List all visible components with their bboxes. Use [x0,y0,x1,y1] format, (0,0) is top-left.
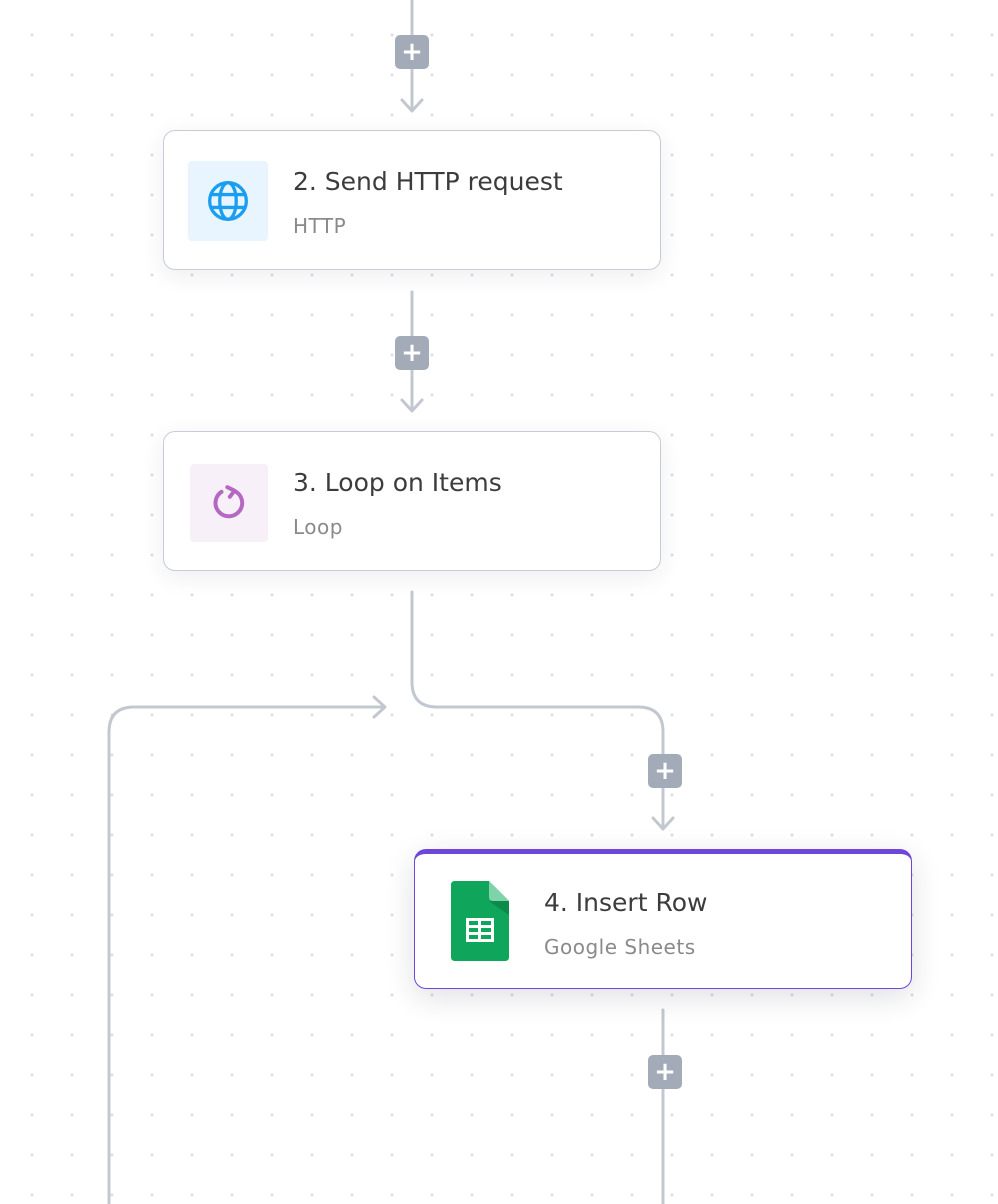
arrow-loop-return [372,695,387,719]
step-card-insert-row[interactable]: 4. Insert Row Google Sheets [414,849,912,989]
arrow-1 [400,98,424,113]
step-card-loop[interactable]: 3. Loop on Items Loop [163,431,661,571]
step-subtitle: HTTP [293,214,347,238]
arrow-2 [400,398,424,413]
step-card-http[interactable]: 2. Send HTTP request HTTP [163,130,661,270]
step-title: 3. Loop on Items [293,468,502,497]
step-title: 2. Send HTTP request [293,167,563,196]
step-subtitle: Google Sheets [544,935,696,959]
globe-icon [188,161,268,241]
connector-loop-branch [410,590,665,830]
add-step-button[interactable]: + [648,754,682,788]
add-step-button[interactable]: + [395,35,429,69]
arrow-3 [651,816,675,831]
step-title: 4. Insert Row [544,888,708,917]
loop-icon [190,464,268,542]
add-step-button[interactable]: + [395,336,429,370]
step-subtitle: Loop [293,515,343,539]
connector-loop-return [107,705,386,1204]
google-sheets-icon [451,881,509,961]
add-step-button[interactable]: + [648,1055,682,1089]
